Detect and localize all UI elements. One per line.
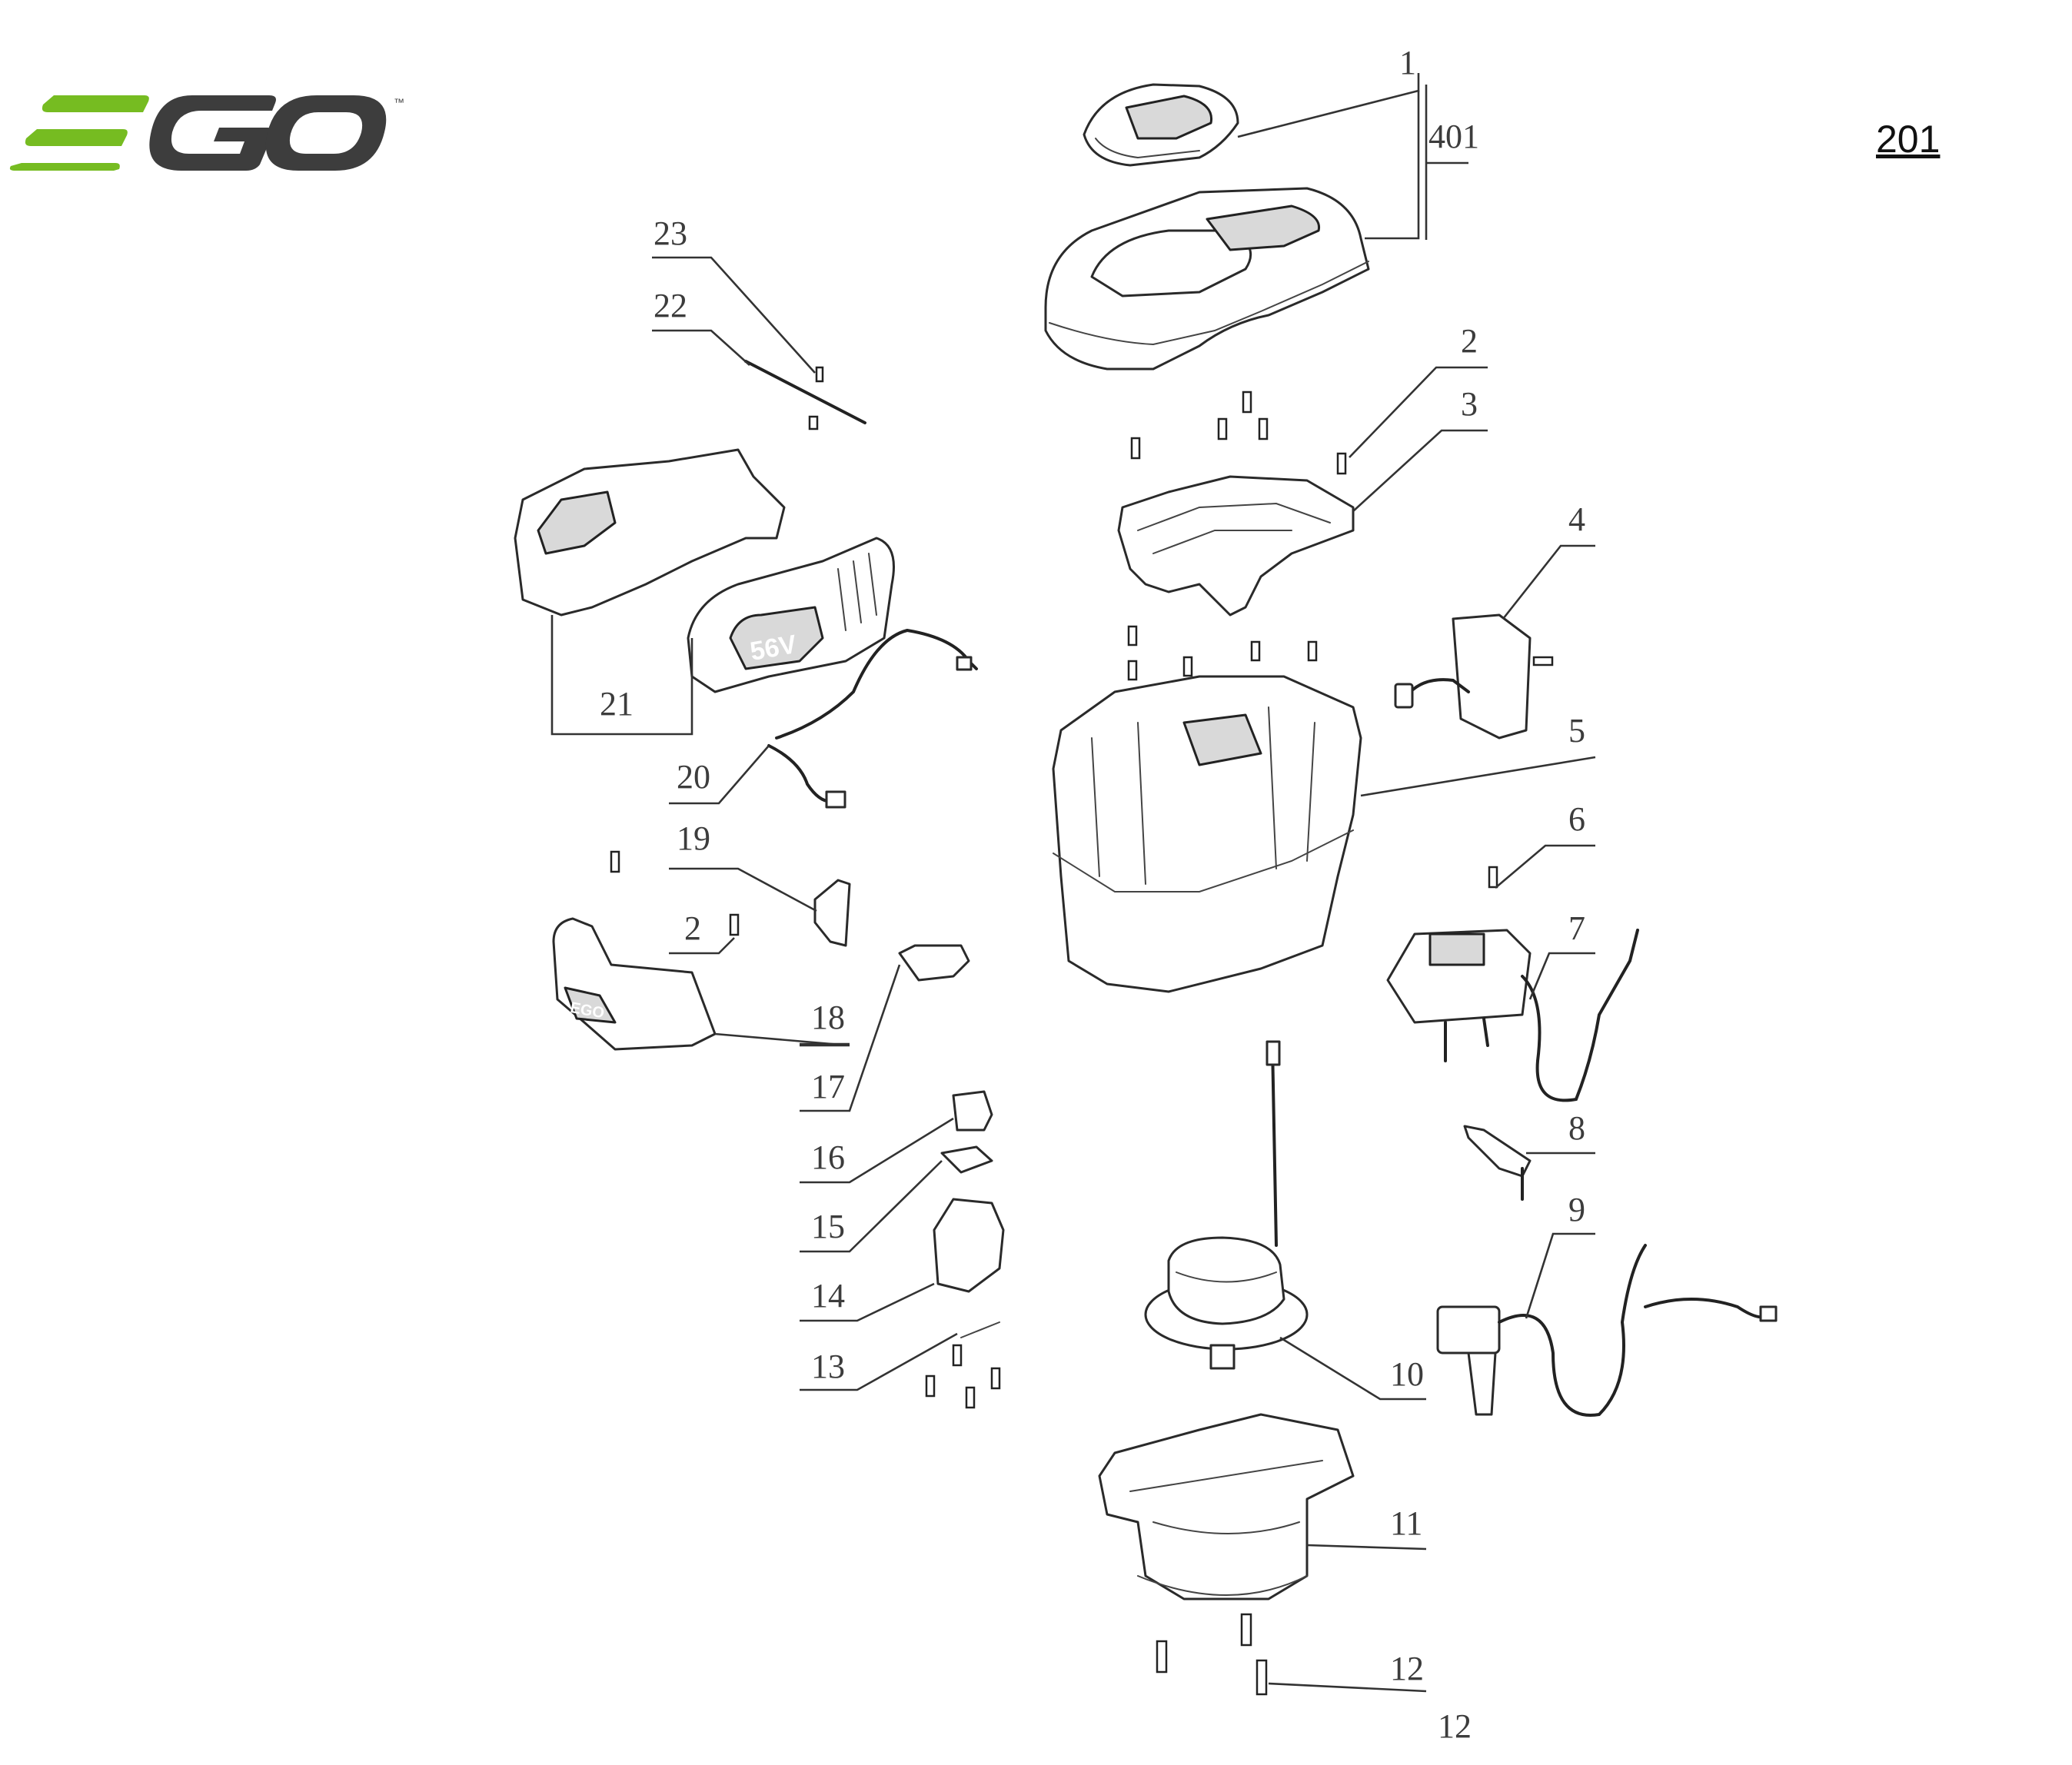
callout-12-a: 12: [1390, 1650, 1424, 1687]
callout-17: 17: [811, 1068, 845, 1105]
part-top-cover: [1083, 83, 1239, 167]
callout-8: 8: [1568, 1109, 1585, 1147]
callout-4: 4: [1568, 500, 1585, 538]
part-switch-cover: [813, 879, 851, 947]
callout-2-top: 2: [1461, 322, 1478, 360]
callout-18: 18: [811, 999, 845, 1036]
part-control-module: [1386, 929, 1639, 1102]
callout-15: 15: [811, 1208, 845, 1245]
ego-logo: ™: [9, 95, 404, 171]
logo-letter-o: [265, 95, 387, 171]
part-upper-housing: [1044, 187, 1370, 371]
screw: [1336, 452, 1347, 475]
screw: [1130, 437, 1141, 460]
leader-lines: [550, 73, 1596, 1693]
screw: [952, 1344, 963, 1367]
screw: [1156, 1640, 1168, 1674]
callout-12-b: 12: [1438, 1707, 1472, 1745]
screw: [1258, 417, 1269, 440]
part-trigger: [898, 944, 970, 982]
screw: [1307, 640, 1318, 662]
callout-16: 16: [811, 1138, 845, 1176]
callout-401: 401: [1428, 118, 1479, 155]
callout-13: 13: [811, 1348, 845, 1385]
callout-21: 21: [600, 685, 634, 723]
part-rod: [744, 360, 866, 424]
screw: [1488, 866, 1498, 889]
logo-trademark: ™: [394, 96, 404, 108]
callout-19: 19: [677, 819, 710, 857]
logo-letter-g: [149, 95, 276, 171]
screw: [1127, 660, 1138, 681]
part-switch-bracket: [933, 1198, 1005, 1293]
screw: [1127, 625, 1138, 647]
callout-11: 11: [1390, 1504, 1422, 1542]
screw: [729, 913, 740, 936]
part-bracket: [1394, 613, 1532, 740]
callout-9: 9: [1568, 1191, 1585, 1228]
part-switch-pad: [940, 1145, 993, 1174]
screw: [1256, 1659, 1268, 1696]
part-switch-harness: [1436, 1244, 1778, 1417]
part-base-housing: [1098, 1413, 1355, 1600]
callout-23: 23: [654, 214, 687, 252]
callout-7: 7: [1568, 909, 1585, 947]
callout-14: 14: [811, 1277, 845, 1315]
screw: [965, 1386, 976, 1409]
screw: [1182, 656, 1193, 677]
part-spring: [960, 1321, 1000, 1338]
page-code: 201: [1876, 118, 1940, 161]
part-front-cover: EGO: [552, 917, 717, 1051]
callout-6: 6: [1568, 800, 1585, 838]
callout-labels: 1 401 2 3 4 5 6 7 8 9 10 11 12 12 13 14 …: [600, 44, 1585, 1745]
part-terminal: [1463, 1125, 1532, 1201]
screw-group: [610, 366, 1554, 1696]
screw: [1217, 417, 1228, 440]
part-switch-cap: [952, 1090, 993, 1132]
screw: [815, 366, 824, 383]
callout-22: 22: [654, 287, 687, 324]
callout-10: 10: [1390, 1355, 1424, 1393]
callout-2-lower: 2: [684, 909, 701, 947]
callout-1: 1: [1399, 44, 1416, 81]
screw: [808, 415, 819, 430]
callout-5: 5: [1568, 712, 1585, 750]
screw: [1250, 640, 1261, 662]
screw: [610, 850, 620, 873]
part-wire-harness: [767, 628, 978, 809]
logo-letter-e: [9, 95, 149, 171]
screw: [1240, 1613, 1252, 1647]
part-main-housing: [1052, 675, 1362, 993]
screw: [1532, 656, 1554, 666]
screw: [990, 1367, 1001, 1390]
part-side-covers: 56V: [514, 448, 895, 693]
callout-20: 20: [677, 758, 710, 796]
part-motor: [1144, 1040, 1309, 1370]
screw: [925, 1374, 936, 1398]
screw: [1242, 391, 1252, 414]
part-upper-frame: [1117, 475, 1355, 617]
callout-3: 3: [1461, 385, 1478, 423]
